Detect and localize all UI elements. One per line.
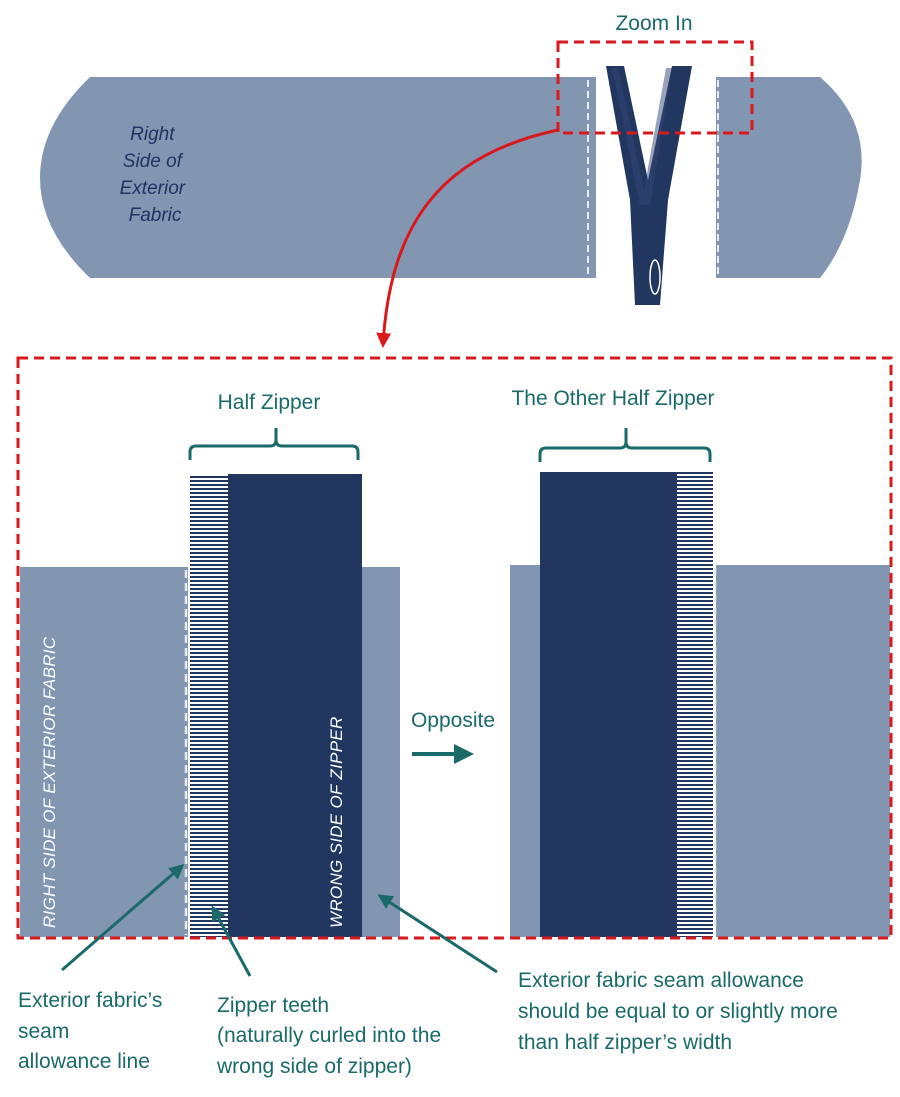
seam-line-callout: Exterior fabric’s seam allowance line bbox=[18, 989, 168, 1073]
left-zipper-tape bbox=[228, 474, 362, 937]
other-half-label: The Other Half Zipper bbox=[511, 387, 714, 410]
other-half-brace bbox=[538, 428, 712, 462]
right-zipper-tape bbox=[540, 472, 677, 937]
zipper-pull-icon bbox=[649, 259, 661, 295]
detail-view: RIGHT SIDE OF EXTERIOR FABRIC WRONG SIDE… bbox=[20, 472, 890, 937]
overview-fabric-group: Right Side of Exterior Fabric bbox=[40, 66, 862, 305]
right-fabric bbox=[716, 565, 890, 937]
opposite-label: Opposite bbox=[411, 709, 495, 732]
zoom-box bbox=[556, 40, 754, 135]
zoom-in-label: Zoom In bbox=[615, 12, 692, 35]
half-zipper-label: Half Zipper bbox=[218, 391, 321, 414]
seam-line-callout-arrow bbox=[61, 864, 185, 972]
seam-allowance-callout: Exterior fabric seam allowance should be… bbox=[518, 969, 844, 1054]
zipper-teeth-callout: Zipper teeth (naturally curled into the … bbox=[216, 994, 447, 1078]
left-seam-allowance bbox=[360, 567, 400, 937]
teeth-callout-arrow bbox=[211, 905, 252, 977]
half-zipper-brace bbox=[188, 428, 360, 460]
right-side-fabric-label: RIGHT SIDE OF EXTERIOR FABRIC bbox=[40, 636, 59, 928]
seam-allowance-callout-arrow bbox=[377, 894, 498, 974]
fabric-label: Right Side of Exterior Fabric bbox=[120, 124, 191, 226]
wrong-side-zipper-label: WRONG SIDE OF ZIPPER bbox=[327, 716, 346, 928]
left-fabric bbox=[20, 567, 188, 937]
detail-box bbox=[16, 356, 893, 940]
right-zipper-teeth bbox=[677, 472, 713, 937]
zoom-arrow bbox=[376, 128, 559, 348]
left-zipper-teeth bbox=[190, 474, 228, 937]
right-seam-allowance bbox=[510, 565, 542, 937]
